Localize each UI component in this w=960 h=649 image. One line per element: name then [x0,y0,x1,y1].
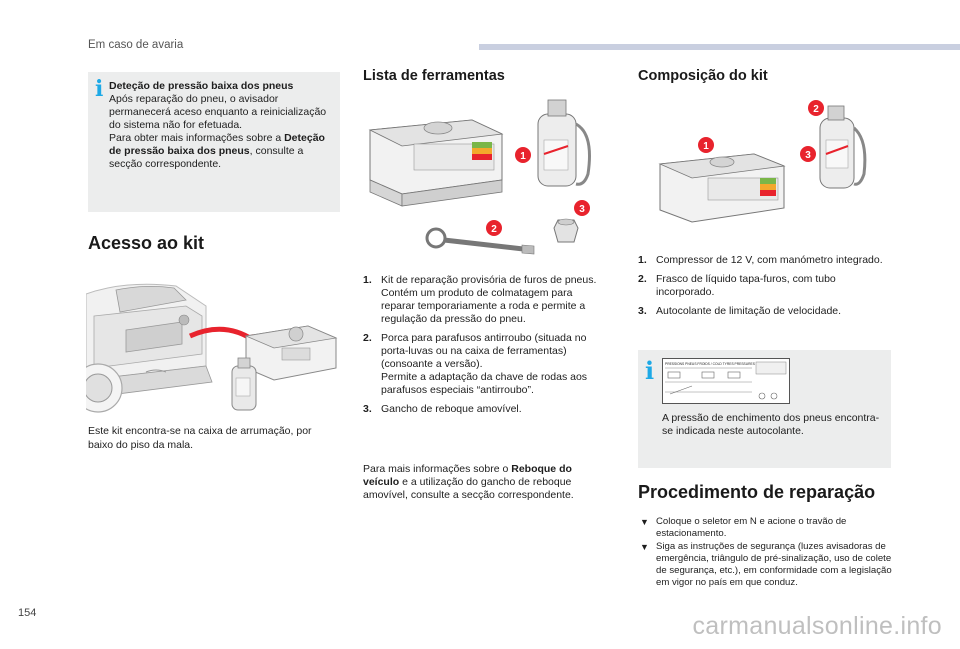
list-item: ▼ Siga as instruções de segurança (luzes … [638,541,896,589]
list-item-text: Gancho de reboque amovível. [381,403,522,415]
info-p2-pre: Para obter mais informações sobre a [109,132,285,144]
towing-ref-bold: Reboque do veículo [363,463,572,488]
info-icon: i [95,76,104,102]
list-item-text: Porca para parafusos antirroubo (situada… [381,332,587,370]
list-item-text: Frasco de líquido tapa-furos, com tubo i… [656,273,836,298]
callout-3 [574,200,590,216]
list-item-number: 2. [363,332,372,344]
callout-2 [486,220,502,236]
callout-1 [515,147,531,163]
header-bar [479,44,960,50]
sticker-label: PRESSIONS PNEUS FROIDS / COLD TYRES PRES… [665,362,756,366]
tools-illustration: 1 2 3 [368,99,591,255]
pressure-sticker-image: PRESSIONS PNEUS FROIDS / COLD TYRES PRES… [662,358,790,404]
list-item: 3. Autocolante de limitação de velocidad… [638,305,890,318]
info-box-pressure-sticker: i PRESSIONS PNEUS FROIDS / COLD TYRES PR… [638,350,891,468]
kit-composition-title: Composição do kit [638,68,768,84]
list-item-text: Compressor de 12 V, com manómetro integr… [656,254,883,266]
callout-1-label: 1 [703,141,709,152]
info-icon: i [645,356,655,385]
towing-reference: Para mais informações sobre o Reboque do… [363,463,603,502]
step-bullet: ▼ [640,517,649,527]
info-p2-post: , consulte a secção correspondente. [109,145,304,170]
tools-title: Lista de ferramentas [363,68,505,84]
step-text: Coloque o seletor em N e acione o travão… [656,516,847,539]
list-item-detail: Contém um produto de colmatagem para rep… [381,287,586,325]
callout-2-label: 2 [491,224,497,235]
callout-2-label: 2 [813,104,819,115]
info-box-tpms: i Deteção de pressão baixa dos pneus Apó… [88,72,340,212]
step-bullet: ▼ [640,542,649,552]
info-text: Deteção de pressão baixa dos pneus Após … [109,80,329,171]
repair-steps: ▼ Coloque o seletor em N e acione o travã… [638,516,896,590]
list-item-number: 3. [363,403,372,415]
callout-3 [800,146,816,162]
info-title: Deteção de pressão baixa dos pneus [109,80,294,92]
list-item: 2. Frasco de líquido tapa-furos, com tub… [638,273,890,299]
list-item: 1. Kit de reparação provisória de furos … [363,274,601,326]
towing-ref-pre: Para mais informações sobre o [363,463,512,475]
access-title: Acesso ao kit [88,233,205,253]
kit-composition-list: 1. Compressor de 12 V, com manómetro int… [638,254,890,324]
info-p2-bold: Deteção de pressão baixa dos pneus [109,132,325,157]
towing-ref-post: e a utilização do gancho de reboque amov… [363,476,574,501]
pressure-sticker-text: A pressão de enchimento dos pneus encont… [662,412,880,437]
list-item-number: 1. [363,274,372,286]
callout-1-label: 1 [520,151,526,162]
page-number: 154 [18,607,37,619]
list-item-number: 2. [638,273,647,285]
car-trunk-illustration [86,276,340,416]
callout-1 [698,137,714,153]
callout-3-label: 3 [579,204,585,215]
watermark: carmanualsonline.info [692,612,942,640]
list-item: ▼ Coloque o seletor em N e acione o travã… [638,516,896,540]
section-label: Em caso de avaria [88,39,184,51]
list-item: 3. Gancho de reboque amovível. [363,403,601,416]
list-item-number: 1. [638,254,647,266]
list-item-text: Kit de reparação provisória de furos de … [381,274,597,286]
kit-composition-illustration: 1 2 3 [658,100,867,223]
access-text: Este kit encontra-se na caixa de arrumaç… [88,425,312,451]
list-item-number: 3. [638,305,647,317]
repair-procedure-title: Procedimento de reparação [638,482,876,502]
list-item: 1. Compressor de 12 V, com manómetro int… [638,254,890,267]
info-paragraph-1: Após reparação do pneu, o avisador perma… [109,93,327,131]
callout-3-label: 3 [805,150,811,161]
info-paragraph-2: Para obter mais informações sobre a Dete… [109,132,329,171]
step-text: Siga as instruções de segurança (luzes a… [656,541,892,588]
list-item: 2. Porca para parafusos antirroubo (situ… [363,332,601,397]
tools-list: 1. Kit de reparação provisória de furos … [363,274,601,422]
list-item-detail: Permite a adaptação da chave de rodas ao… [381,371,588,396]
list-item-text: Autocolante de limitação de velocidade. [656,305,842,317]
callout-2 [808,100,824,116]
